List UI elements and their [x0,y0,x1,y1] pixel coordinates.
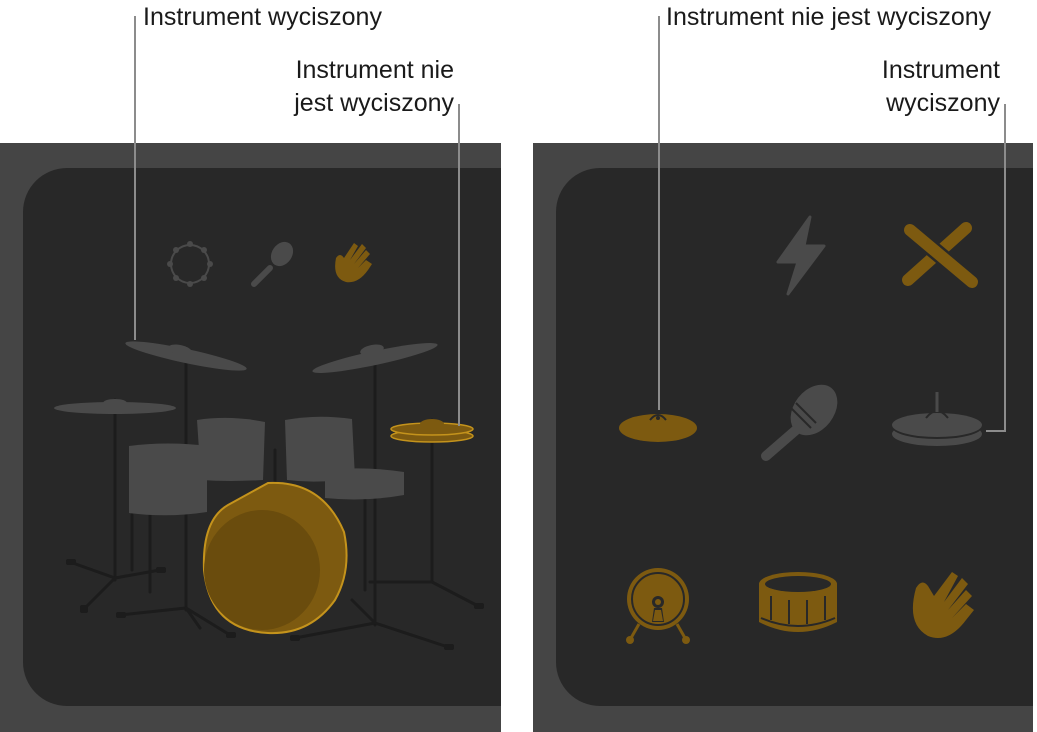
callout-unmuted-left-line1: Instrument nie [295,56,454,84]
callout-unmuted-left: Instrument nie jest wyciszony [262,54,454,120]
snare-drum-icon[interactable] [757,570,839,638]
callout-muted-right-line1: Instrument [881,56,1000,84]
kick-drum-icon[interactable] [623,566,693,646]
hi-hat-icon[interactable] [890,390,984,450]
callout-line-unmuted-left [458,104,460,426]
callout-unmuted-right: Instrument nie jest wyciszony [666,3,992,31]
shaker-icon-pad[interactable] [756,382,842,466]
lightning-fx-icon[interactable] [772,214,830,298]
cymbal-icon[interactable] [616,406,700,446]
callout-line-unmuted-right [658,16,660,410]
tambourine-icon[interactable] [166,240,214,288]
callout-unmuted-left-line2: jest wyciszony [294,89,454,117]
handclap-icon-pad[interactable] [902,566,978,642]
shaker-icon[interactable] [248,240,296,288]
callout-line-muted-right-horizontal [986,430,1006,432]
handclap-icon[interactable] [328,240,376,288]
sticks-icon[interactable] [896,220,986,292]
callout-muted-right-line2: wyciszony [886,89,1000,117]
callout-muted-left: Instrument wyciszony [143,3,382,31]
callout-line-muted-right-vertical [1004,104,1006,432]
callout-muted-right: Instrument wyciszony [840,54,1000,120]
callout-line-muted-left [134,16,136,340]
left-drum-kit [54,341,484,650]
hi-hat-active [390,419,474,443]
